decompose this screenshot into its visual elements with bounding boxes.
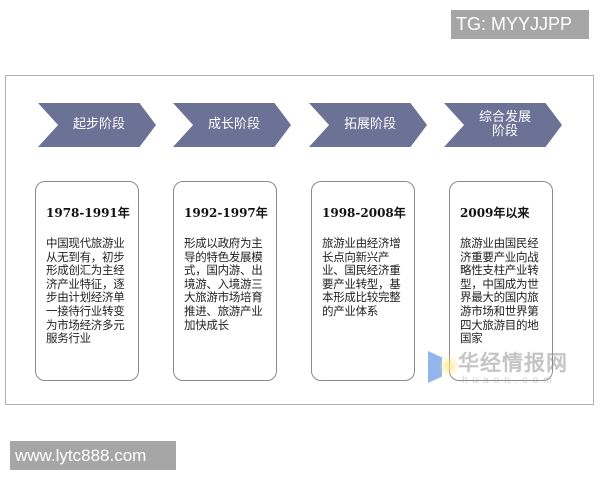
- stage-period: 1992-1997年: [184, 206, 268, 220]
- stage-label: 起步阶段: [72, 117, 125, 132]
- stage-period: 2009年以来: [460, 206, 530, 220]
- stage-label: 成长阶段: [207, 117, 260, 132]
- stage-card-4: 2009年以来 旅游业由国民经济重要产业向战略性支柱产业转型，中国成为世界最大的…: [449, 181, 553, 381]
- stage-chevron-3: 拓展阶段: [309, 103, 427, 147]
- stage-description: 旅游业由经济增长点向新兴产业、国民经济重要产业转型，基本形成比较完整的产业体系: [322, 236, 401, 318]
- stage-card-2: 1992-1997年 形成以政府为主导的特色发展模式，国内游、出境游、入境游三大…: [173, 181, 277, 381]
- stage-period: 1998-2008年: [322, 206, 406, 220]
- top-overlay-tag: TG: MYYJJPP: [451, 10, 589, 39]
- stage-description: 形成以政府为主导的特色发展模式，国内游、出境游、入境游三大旅游市场培育推进、旅游…: [184, 236, 263, 332]
- stage-label: 综合发展阶段: [478, 110, 531, 139]
- bottom-overlay-tag: www.lytc888.com: [10, 441, 176, 470]
- stage-description: 中国现代旅游业从无到有，初步形成创汇为主经济产业特征，逐步由计划经济单一接待行业…: [46, 236, 125, 346]
- stage-chevron-2: 成长阶段: [173, 103, 291, 147]
- stage-description: 旅游业由国民经济重要产业向战略性支柱产业转型，中国成为世界最大的国内旅游市场和世…: [460, 236, 539, 346]
- stage-card-1: 1978-1991年 中国现代旅游业从无到有，初步形成创汇为主经济产业特征，逐步…: [35, 181, 139, 381]
- stage-period: 1978-1991年: [46, 206, 130, 220]
- stage-label: 拓展阶段: [343, 117, 396, 132]
- stage-card-3: 1998-2008年 旅游业由经济增长点向新兴产业、国民经济重要产业转型，基本形…: [311, 181, 415, 381]
